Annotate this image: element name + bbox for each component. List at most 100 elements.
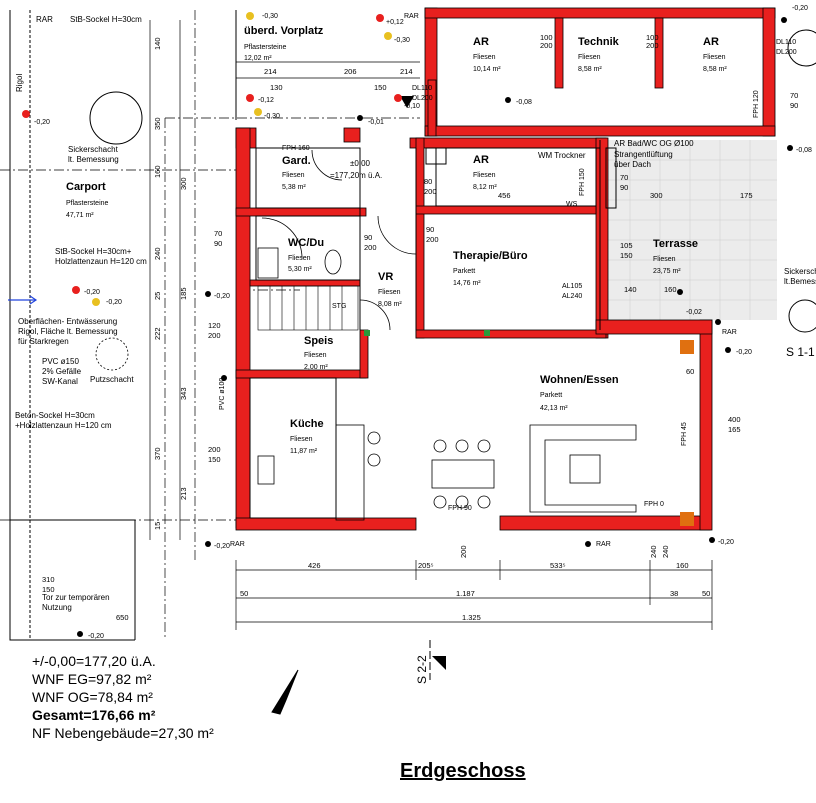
walls <box>235 7 776 531</box>
dim-value: 90 <box>426 225 434 234</box>
dim-value: 200 <box>364 243 377 252</box>
room-ar3-name: AR <box>473 154 489 166</box>
note-dl110: DL110 <box>776 39 796 46</box>
level-value: -0,20 <box>106 299 122 306</box>
note-stb-sockel2: StB-Sockel H=30cm+ <box>55 247 132 256</box>
dim-value: 100 <box>540 33 553 42</box>
dim-value: 70 <box>620 173 628 182</box>
note-oberflaechen3: für Starkregen <box>18 337 69 346</box>
summary-total: Gesamt=176,66 m² <box>32 707 156 723</box>
furniture <box>257 149 637 521</box>
room-gard-floor: Fliesen <box>282 172 305 179</box>
room-ar3-area: 8,12 m² <box>473 184 497 191</box>
note-fph150: FPH 150 <box>579 168 586 196</box>
room-technik-name: Technik <box>578 36 620 48</box>
section-marker-2 <box>432 656 446 670</box>
level-value: -0,01 <box>368 119 384 126</box>
room-ar1-area: 10,14 m² <box>473 66 501 73</box>
dim-value: 240 <box>649 545 658 558</box>
dim-value: 140 <box>624 285 637 294</box>
dim-value: 185 <box>179 287 188 300</box>
note-pvc150: PVC ø150 <box>42 357 79 366</box>
level-value: -0,20 <box>88 633 104 640</box>
room-carport-floor: Pflastersteine <box>66 200 109 207</box>
dim-value: 160 <box>664 285 677 294</box>
north-arrow <box>271 669 299 715</box>
room-terrasse-name: Terrasse <box>653 238 698 250</box>
dim-value: 205⁵ <box>418 561 434 570</box>
room-wcdu-floor: Fliesen <box>288 255 311 262</box>
level-value: -0,30 <box>264 113 280 120</box>
dim-value: 200 <box>424 187 437 196</box>
window-marker <box>484 330 490 336</box>
level-value: -0,30 <box>262 13 278 20</box>
level-value: -0,20 <box>214 293 230 300</box>
room-ar2-area: 8,58 m² <box>703 66 727 73</box>
note-ar-bad3: über Dach <box>614 160 651 169</box>
room-therapie-name: Therapie/Büro <box>453 250 528 262</box>
note-ar-bad2: Strangentlüftung <box>614 150 673 159</box>
note-swkanal: SW-Kanal <box>42 377 78 386</box>
note-level: ±0,00 <box>350 159 371 168</box>
note-rar-4: RAR <box>722 329 737 336</box>
room-vr-floor: Fliesen <box>378 289 401 296</box>
note-section-1: S 1-1 <box>786 345 815 359</box>
note-beton2: +Holzlattenzaun H=120 cm <box>15 421 112 430</box>
note-stb-sockel: StB-Sockel H=30cm <box>70 15 142 24</box>
room-kueche-floor: Fliesen <box>290 436 313 443</box>
summary-wnf-eg: WNF EG=97,82 m² <box>32 671 152 687</box>
dim-value: 240 <box>661 545 670 558</box>
note-rar-3: RAR <box>596 541 611 548</box>
level-value: -0,10 <box>404 103 420 110</box>
dim-value: 15 <box>153 522 162 530</box>
level-value: +0,12 <box>386 19 404 26</box>
section-marker-top <box>400 96 414 108</box>
dim-value: 650 <box>116 613 129 622</box>
room-kueche-area: 11,87 m² <box>290 448 318 455</box>
level-value: -0,08 <box>796 147 812 154</box>
dim-value: 90 <box>214 239 222 248</box>
note-fph45: FPH 45 <box>681 422 688 446</box>
dim-value: 456 <box>498 191 511 200</box>
inner-walls <box>249 140 617 519</box>
window-marker <box>364 330 370 336</box>
room-terrasse-area: 23,75 m² <box>653 268 681 275</box>
level-value: -0,12 <box>258 97 274 104</box>
room-wohnen-area: 42,13 m² <box>540 405 568 412</box>
dim-value: 200 <box>208 331 221 340</box>
dim-value: 300 <box>179 177 188 190</box>
dim-value: 214 <box>400 67 413 76</box>
dim-value: 90 <box>364 233 372 242</box>
dim-value: 25 <box>153 292 162 300</box>
room-ar3-floor: Fliesen <box>473 172 496 179</box>
dim-value: 160 <box>676 561 689 570</box>
putzschacht-circle <box>95 337 129 371</box>
room-carport-name: Carport <box>66 181 106 193</box>
room-vorplatz-floor: Pflastersteine <box>244 44 287 51</box>
dim-value: 426 <box>308 561 321 570</box>
room-wohnen-floor: Parkett <box>540 392 562 399</box>
corner-marker <box>680 340 694 354</box>
dim-value: 240 <box>153 247 162 260</box>
note-dl200b: DL200 <box>412 95 433 102</box>
summary-block: +/-0,00=177,20 ü.A. WNF EG=97,82 m² WNF … <box>32 652 214 742</box>
note-bemess-right: lt.Bemess <box>784 277 816 286</box>
room-labels: überd. Vorplatz Pflastersteine 12,02 m² … <box>66 25 727 455</box>
room-wohnen-name: Wohnen/Essen <box>540 374 619 386</box>
dim-value: 200 <box>540 41 553 50</box>
note-fph160: FPH 160 <box>282 145 310 152</box>
level-value: -0,20 <box>718 539 734 546</box>
annotations: StB-Sockel H=30cm RAR Rigol Sickerschach… <box>15 13 816 684</box>
dim-value: 90 <box>620 183 628 192</box>
dimension-values: 214 206 214 130 150 426 205⁵ 533⁵ 160 50… <box>42 33 798 622</box>
level-value: -0,02 <box>686 309 702 316</box>
room-ar1-floor: Fliesen <box>473 54 496 61</box>
note-rar-2: RAR <box>230 541 245 548</box>
room-speis-area: 2,00 m² <box>304 364 328 371</box>
note-stg: STG <box>332 303 346 310</box>
dim-value: 140 <box>153 37 162 50</box>
note-beton1: Beton-Sockel H=30cm <box>15 411 95 420</box>
dim-value: 100 <box>646 33 659 42</box>
note-sicker-right: Sickersch. <box>784 267 816 276</box>
